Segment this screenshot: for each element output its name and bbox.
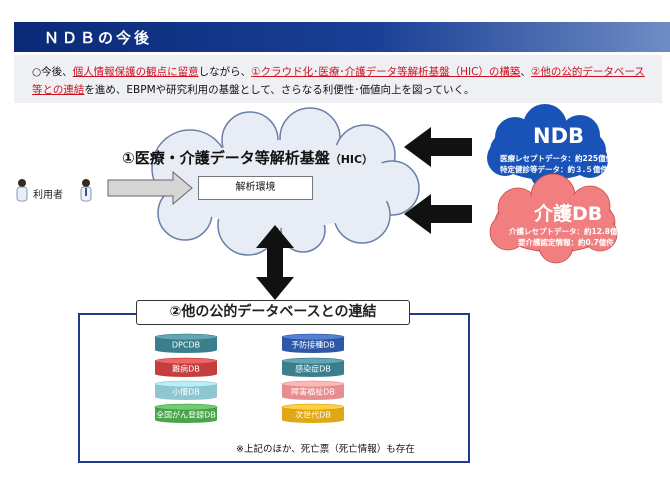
kaigo-certification-count: 要介護認定情報：約0.7億件 xyxy=(518,238,614,247)
intro-part-4: を進め、EBPMや研究利用の基盤として、さらなる利便性･価値向上を図っていく。 xyxy=(84,84,475,96)
ndb-arrow xyxy=(404,127,472,167)
highlight-hic: ①クラウド化･医療･介護データ等解析基盤（HIC）の構築 xyxy=(251,66,521,78)
hic-title-main: ①医療・介護データ等解析基盤 xyxy=(122,149,330,167)
link-double-arrow xyxy=(256,225,294,300)
hic-title-suffix: （HIC） xyxy=(329,153,374,166)
title-bar: ＮＤＢの今後 xyxy=(14,22,670,52)
ndb-checkup-count: 特定健診等データ：約３.５億件 xyxy=(500,165,608,174)
db-panel-title: ②他の公的データベースとの連結 xyxy=(136,300,410,325)
user-label: 利用者 xyxy=(33,190,63,201)
ndb-cloud xyxy=(487,104,608,190)
highlight-linkage: ②他の公的データベース等との連結 xyxy=(32,66,645,96)
intro-bullet: ○ xyxy=(32,66,42,78)
intro-part-2: しながら、 xyxy=(198,66,252,78)
page-title: ＮＤＢの今後 xyxy=(44,29,153,47)
hic-title: ①医療・介護データ等解析基盤（HIC） xyxy=(122,147,373,168)
db-panel xyxy=(78,313,470,463)
analysis-environment-box: 解析環境 xyxy=(198,176,313,200)
kaigo-receipt-count: 介護レセプトデータ：約12.8億件 xyxy=(509,227,626,236)
intro-text: ○今後、個人情報保護の観点に留意しながら、①クラウド化･医療･介護データ等解析基… xyxy=(32,63,652,99)
user-to-env-arrow xyxy=(107,170,193,206)
highlight-privacy: 個人情報保護の観点に留意 xyxy=(72,66,199,78)
ndb-receipt-count: 医療レセプトデータ：約225億件 xyxy=(500,154,614,163)
kaigo-arrow xyxy=(404,194,472,234)
intro-part-1: 今後、 xyxy=(41,66,73,78)
intro-part-3: 、 xyxy=(520,66,531,78)
user-icon-right xyxy=(80,179,92,202)
intro-box: ○今後、個人情報保護の観点に留意しながら、①クラウド化･医療･介護データ等解析基… xyxy=(14,55,662,103)
kaigo-title: 介護DB xyxy=(534,203,603,225)
ndb-title: NDB xyxy=(533,124,585,148)
footnote: ※上記のほか、死亡票（死亡情報）も存在 xyxy=(236,444,415,455)
user-icon-left xyxy=(16,179,28,202)
